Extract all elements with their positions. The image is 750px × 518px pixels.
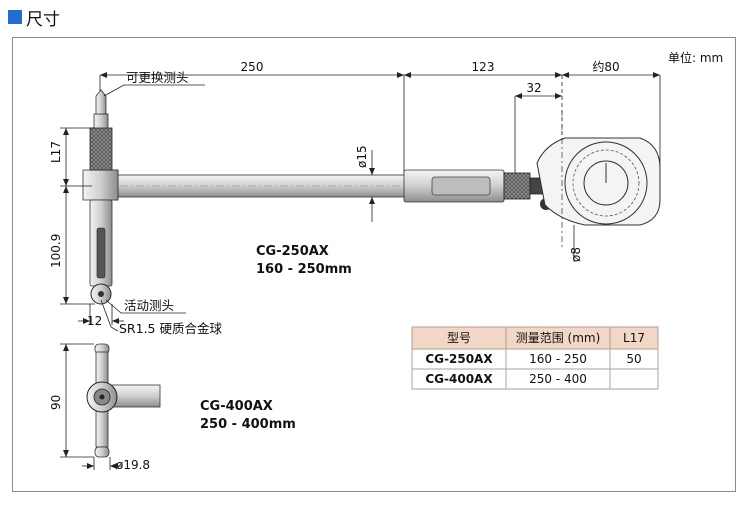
dim-250: 250 (241, 60, 264, 74)
section-header: 尺寸 (8, 6, 60, 30)
dim-d19-8: ø19.8 (116, 458, 150, 472)
dim-d15: ø15 (355, 145, 369, 168)
dim-d8: ø8 (569, 247, 583, 262)
callout-carbide-ball: SR1.5 硬质合金球 (119, 321, 222, 336)
dial-indicator (536, 137, 661, 226)
dimension-frame (12, 37, 736, 492)
model-400-range: 250 - 400mm (200, 417, 296, 432)
upper-knurl (89, 127, 113, 171)
section-title: 尺寸 (26, 9, 60, 30)
callout-movable-head: 活动测头 (124, 298, 174, 313)
dim-12: 12 (87, 314, 102, 328)
col-range: 测量范围 (mm) (516, 331, 601, 345)
dim-l17: L17 (49, 141, 63, 163)
knurled-collar (503, 172, 531, 200)
col-model: 型号 (447, 331, 471, 345)
cell-model: CG-250AX (425, 352, 493, 366)
unit-label: 单位: mm (668, 50, 723, 65)
gauge-250ax (82, 89, 661, 305)
dim-90: 90 (49, 395, 63, 410)
model-250-range: 160 - 250mm (256, 262, 352, 277)
model-400-name: CG-400AX (200, 399, 273, 414)
table-row (411, 368, 659, 390)
interchangeable-head (95, 89, 107, 115)
gauge-400ax-head (86, 343, 161, 458)
dim-100-9: 100.9 (49, 234, 63, 268)
dim-32: 32 (526, 81, 541, 95)
blue-square-icon (8, 10, 22, 24)
callout-interchangeable-head: 可更换测头 (126, 70, 189, 85)
model-250-name: CG-250AX (256, 244, 329, 259)
col-l17: L17 (623, 331, 645, 345)
dim-80: 约80 (592, 59, 619, 74)
cell-range: 160 - 250 (529, 352, 587, 366)
cell-range: 250 - 400 (529, 372, 587, 386)
cell-l17: 50 (626, 352, 641, 366)
spec-table: 型号 测量范围 (mm) L17 CG-250AX 160 - 250 50 C… (411, 326, 659, 390)
cell-model: CG-400AX (425, 372, 493, 386)
dim-123: 123 (472, 60, 495, 74)
